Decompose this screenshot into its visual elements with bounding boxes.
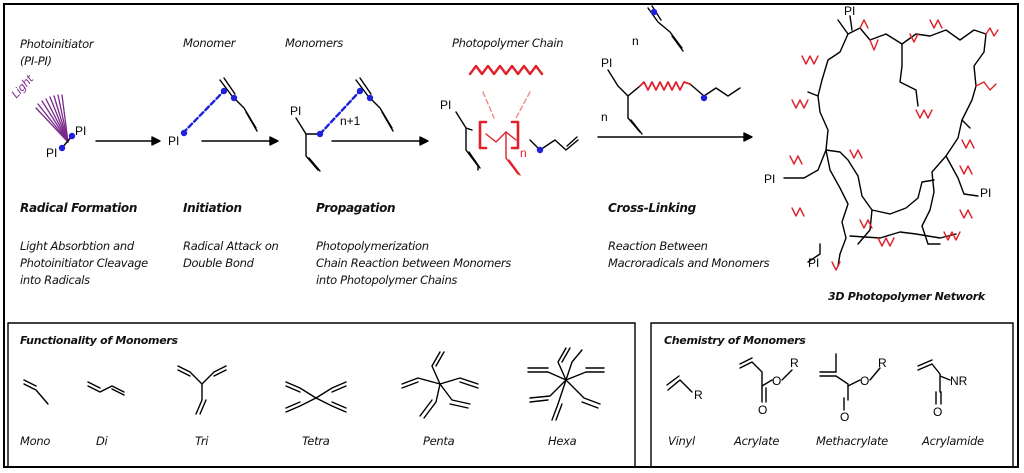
atom-r: R: [694, 388, 703, 402]
functionality-item-tri: Tri: [195, 434, 209, 448]
pi-label: PI: [46, 146, 58, 160]
pi-label: PI: [980, 186, 992, 200]
atom-o: O: [758, 403, 768, 417]
chemistry-item-acrylate: Acrylate: [734, 434, 780, 448]
atom-r: R: [878, 356, 887, 370]
crosslink-chain: [607, 69, 741, 135]
pi-label: PI: [440, 98, 452, 112]
n-label: n: [520, 146, 527, 160]
butadiene-monomer: [219, 77, 258, 132]
network-label: 3D Photopolymer Network: [828, 290, 985, 303]
repeat-unit: [468, 64, 544, 176]
tri-structure: [177, 365, 227, 415]
chemistry-panel: [650, 322, 1014, 468]
atom-o: O: [840, 410, 850, 424]
butadiene-monomer-2: [355, 77, 394, 132]
stage-title-propagation: Propagation: [316, 201, 396, 215]
tetra-structure: [285, 381, 347, 413]
chemistry-title: Chemistry of Monomers: [664, 334, 806, 347]
photopolymer-chain: [455, 111, 579, 171]
pi-label: PI: [601, 56, 613, 70]
pi-label: PI: [75, 124, 87, 138]
pi-label: PI: [764, 172, 776, 186]
atom-r: R: [790, 356, 799, 370]
vinyl-structure: [666, 375, 693, 393]
photoinitiator-label: Photoinitiator (PI-PI): [20, 37, 94, 68]
functionality-item-mono: Mono: [20, 434, 51, 448]
acrylate-structure: [739, 357, 793, 403]
stage-title-cross-linking: Cross-Linking: [608, 201, 696, 215]
pi-label: PI: [844, 4, 856, 18]
pi-label: PI: [808, 256, 820, 270]
stage-description-cross-linking: Reaction Between Macroradicals and Monom…: [608, 239, 770, 270]
chemistry-item-acrylamide: Acrylamide: [922, 434, 984, 448]
atom-o: O: [772, 374, 782, 388]
arrow-3: [331, 136, 429, 146]
chemistry-item-vinyl: Vinyl: [668, 434, 695, 448]
di-structure: [87, 381, 125, 396]
functionality-title: Functionality of Monomers: [20, 334, 178, 347]
chemistry-item-methacrylate: Methacrylate: [816, 434, 888, 448]
propagation-chain: [295, 117, 321, 172]
n-label: n: [632, 34, 639, 48]
pi-label: PI: [168, 134, 180, 148]
functionality-item-penta: Penta: [423, 434, 455, 448]
n-label: n: [601, 110, 608, 124]
arrow-4: [597, 132, 753, 142]
penta-structure: [401, 351, 479, 419]
atom-nr: NR: [950, 374, 968, 388]
stage-description-propagation: Photopolymerization Chain Reaction betwe…: [316, 239, 511, 287]
radical-dots: [58, 8, 708, 154]
functionality-panel: [7, 322, 636, 468]
stage-title-radical-formation: Radical Formation: [20, 201, 138, 215]
monomers-label: Monomers: [285, 36, 343, 50]
acrylamide-structure: [917, 359, 951, 405]
polymer-network: [783, 15, 987, 267]
atom-o: O: [860, 374, 870, 388]
light-rays: [35, 94, 69, 143]
stage-description-radical-formation: Light Absorbtion and Photoinitiator Clea…: [20, 239, 148, 287]
functionality-item-tetra: Tetra: [302, 434, 330, 448]
functionality-item-hexa: Hexa: [548, 434, 577, 448]
stage-title-initiation: Initiation: [183, 201, 242, 215]
pi-label: PI: [290, 104, 302, 118]
mono-structure: [23, 379, 49, 405]
hexa-structure: [527, 347, 605, 421]
network-crosslinks: [789, 19, 999, 271]
atom-o: O: [933, 405, 943, 419]
arrow-1: [95, 136, 161, 146]
methacrylate-structure: [819, 353, 881, 411]
n-plus-1-label: n+1: [340, 114, 361, 128]
photopolymer-chain-label: Photopolymer Chain: [452, 36, 564, 50]
stage-description-initiation: Radical Attack on Double Bond: [183, 239, 279, 270]
functionality-item-di: Di: [96, 434, 108, 448]
arrow-2: [201, 136, 279, 146]
monomer-label: Monomer: [183, 36, 236, 50]
